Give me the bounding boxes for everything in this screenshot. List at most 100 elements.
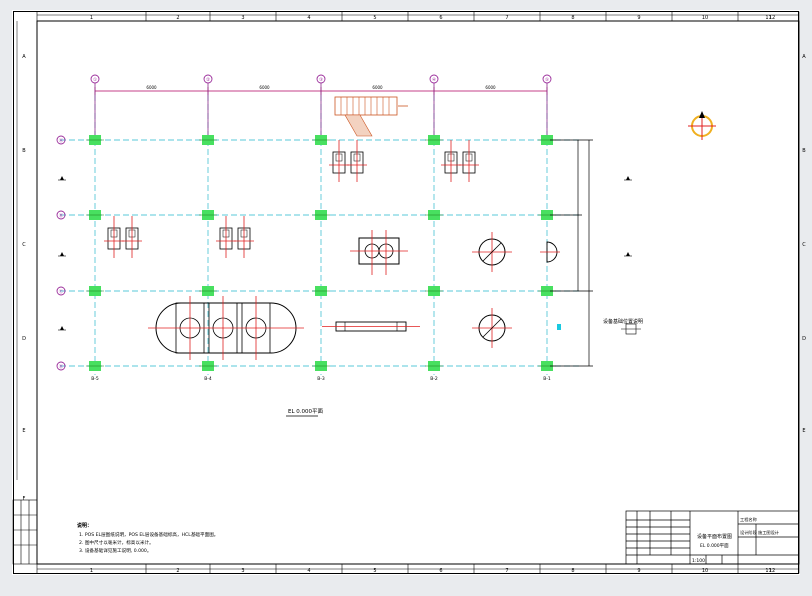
zone-letter: C [22, 242, 26, 248]
grid-base-label: B-5 [91, 376, 99, 382]
title-block-subtitle: EL 0.000平面 [700, 543, 729, 549]
grid-bubble-label: Ⓒ [59, 288, 64, 295]
zone-letter: B [802, 148, 806, 154]
grid-bubble [429, 74, 439, 84]
zone-letter: E [22, 428, 25, 434]
right-dimension-chain [550, 139, 593, 367]
top-zone-ticks [36, 11, 800, 574]
elevation-marker [626, 176, 630, 180]
span-label: 6000 [485, 85, 496, 90]
span-dimension-labels: 6000 6000 6000 6000 [146, 85, 496, 90]
zone-number: 1 [90, 568, 93, 574]
zone-number: 2 [176, 15, 179, 21]
zone-number: 2 [176, 568, 179, 574]
zone-number: 5 [373, 568, 376, 574]
grid-base-label: B-3 [317, 376, 325, 382]
zone-number: 5 [373, 15, 376, 21]
note-line-1: 1. POS EL层图纸说明，POS EL层设备基础标高，HCL基础平面图。 [79, 531, 218, 538]
round-vessel-upper [472, 232, 512, 272]
grid-bubble-label: Ⓑ [59, 212, 64, 219]
zone-number: 6 [439, 15, 442, 21]
small-equipment-pads [104, 140, 479, 258]
title-block-scale: 1:100 [692, 558, 705, 564]
note-line-3: 3. 设备基础详见施工说明, 0.000。 [79, 547, 151, 554]
grid-bubble [90, 74, 100, 84]
zone-number: 7 [505, 15, 508, 21]
title-block-cell-1: 工程名称 [740, 516, 757, 523]
side-zone-labels-right: A B C D E [802, 54, 806, 434]
zone-letter: E [802, 428, 805, 434]
grid-bubble-label: ② [206, 77, 210, 83]
title-block-cell-2: 设计阶段 [740, 529, 758, 536]
span-label: 6000 [372, 85, 383, 90]
zone-letter: A [802, 54, 806, 60]
grid-bubble [56, 210, 66, 220]
plan-title: EL 0.000平面 [288, 408, 324, 415]
grid-bubble-label: ③ [319, 77, 323, 83]
zone-number: 9 [637, 568, 640, 574]
elevation-markers [58, 176, 632, 331]
pump-pad [350, 230, 408, 275]
note-line-2: 2. 图中尺寸以毫米计，标高以米计。 [79, 539, 154, 546]
inner-border [36, 20, 800, 565]
zone-number: 9 [637, 15, 640, 21]
zone-number: 12 [769, 568, 775, 574]
grid-bubble-label: ① [93, 77, 97, 83]
zone-number: 7 [505, 568, 508, 574]
long-skid-foundation [322, 321, 420, 332]
zone-number: 6 [439, 568, 442, 574]
sheet-paper [12, 10, 800, 575]
zone-number: 10 [702, 568, 708, 574]
zone-letter: F [23, 496, 26, 502]
span-label: 6000 [259, 85, 270, 90]
grid-base-label: B-1 [543, 376, 551, 382]
grid-bubble [56, 135, 66, 145]
legend-label: 设备基础位置说明 [603, 318, 643, 325]
zone-number: 11 [765, 15, 771, 21]
grid-bubble-label: Ⓐ [59, 137, 64, 144]
column-markers [86, 135, 556, 371]
horizontal-tank-foundation [148, 296, 304, 360]
zone-letter: A [22, 54, 26, 60]
zone-number: 1 [90, 15, 93, 21]
zone-number: 4 [307, 568, 310, 574]
level-marker [557, 324, 561, 330]
elevation-marker [60, 326, 64, 330]
zone-letter: C [802, 242, 806, 248]
zone-number: 3 [241, 15, 244, 21]
grid-bubble-label: Ⓓ [59, 363, 64, 370]
elevation-marker [60, 252, 64, 256]
notes-block: 说明： 1. POS EL层图纸说明，POS EL层设备基础标高，HCL基础平面… [77, 522, 218, 554]
north-arrow-icon [688, 111, 716, 140]
zone-number: 3 [241, 568, 244, 574]
title-block-title: 设备平面布置图 [697, 533, 732, 540]
grid-bubble [56, 286, 66, 296]
grid-bubble-label: ④ [432, 77, 436, 83]
zone-number: 11 [765, 568, 771, 574]
title-block-cell-3: 施工图设计 [758, 529, 779, 536]
elevation-marker [60, 176, 64, 180]
half-round-marker [546, 241, 558, 263]
zone-number: 10 [702, 15, 708, 21]
grid-bubble [542, 74, 552, 84]
zone-number: 8 [571, 15, 574, 21]
grid-bubble [56, 361, 66, 371]
zone-number: 12 [769, 15, 775, 21]
round-vessel-lower [472, 308, 512, 348]
grid-bubble [316, 74, 326, 84]
span-label: 6000 [146, 85, 157, 90]
zone-letter: D [802, 336, 806, 342]
zone-number: 8 [571, 568, 574, 574]
left-grid-bubbles: Ⓐ Ⓑ Ⓒ Ⓓ [56, 135, 66, 371]
zone-number: 4 [307, 15, 310, 21]
elevation-marker [626, 252, 630, 256]
zone-letter: B [22, 148, 26, 154]
grid-axis-ties [94, 83, 548, 140]
